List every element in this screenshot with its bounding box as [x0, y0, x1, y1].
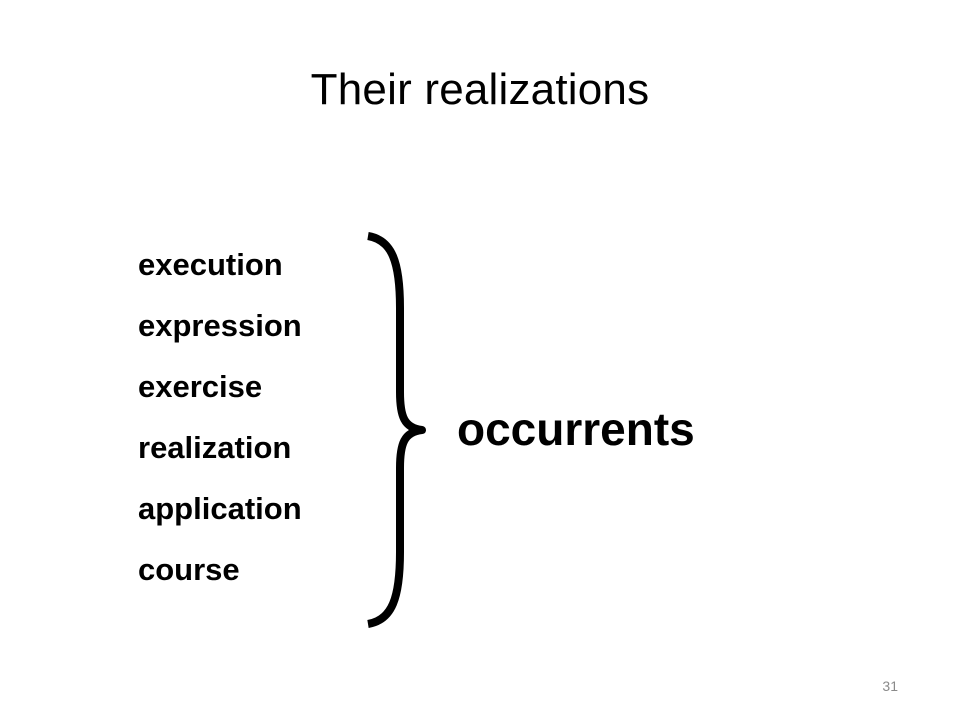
- page-number: 31: [882, 678, 898, 694]
- term-item: execution: [138, 247, 283, 282]
- slide-title: Their realizations: [310, 65, 650, 114]
- term-item: exercise: [138, 369, 263, 404]
- term-item: expression: [138, 308, 302, 343]
- right-curly-brace: [367, 232, 426, 628]
- summary-term: occurrents: [457, 403, 695, 455]
- term-list: execution expression exercise realizatio…: [138, 240, 302, 606]
- term-item: course: [138, 552, 240, 587]
- term-item: application: [138, 491, 302, 526]
- term-item: realization: [138, 430, 292, 465]
